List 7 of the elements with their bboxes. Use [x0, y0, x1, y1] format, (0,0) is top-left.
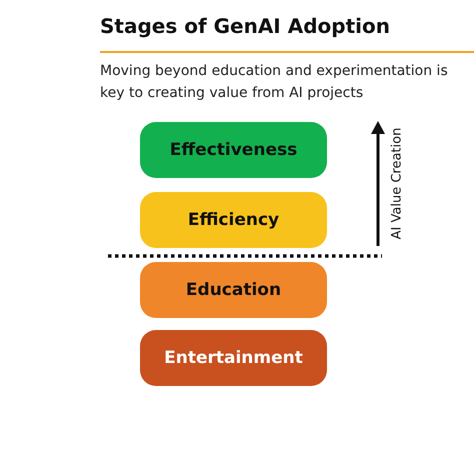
stage-pill: Education	[140, 262, 327, 318]
axis-label: AI Value Creation	[390, 126, 404, 242]
stage-pill: Effectiveness	[140, 122, 327, 178]
stage-pill: Entertainment	[140, 330, 327, 386]
title: Stages of GenAI Adoption	[100, 14, 390, 38]
stage-pill: Efficiency	[140, 192, 327, 248]
subtitle: Moving beyond education and experimentation is key to creating value from AI projects	[100, 62, 449, 103]
